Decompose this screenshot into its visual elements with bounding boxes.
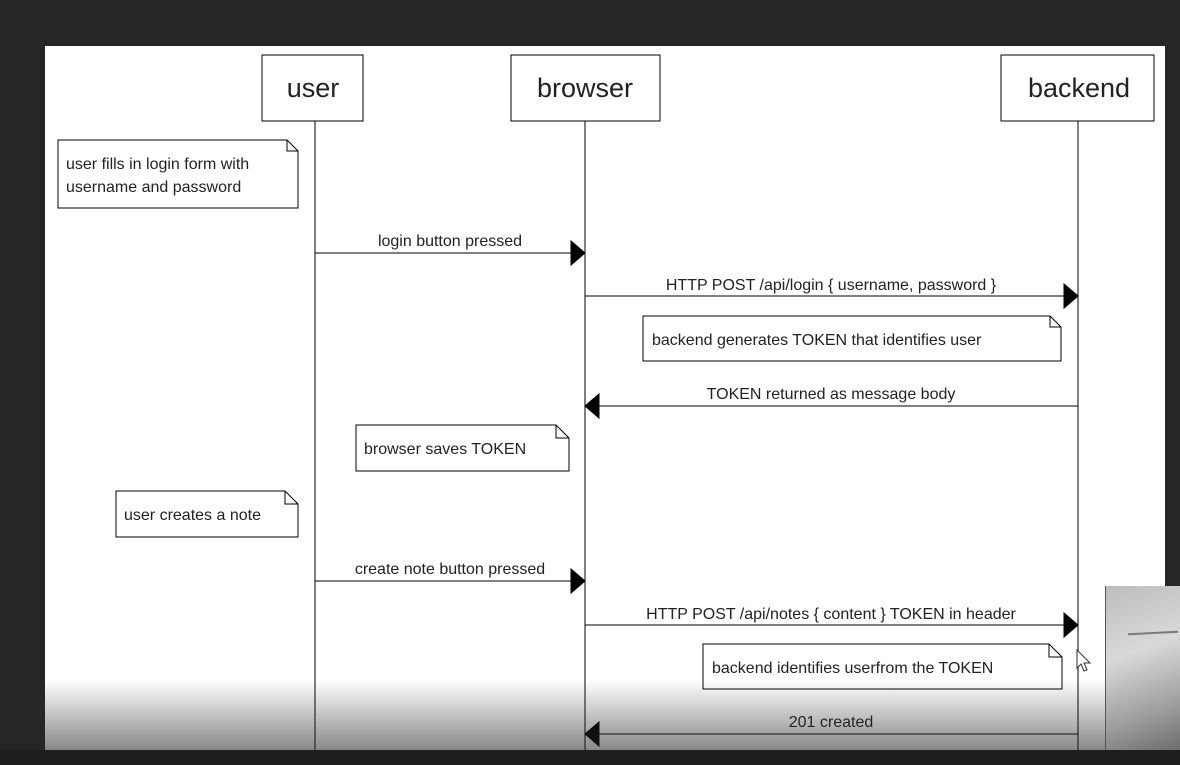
note-fold-icon	[286, 140, 298, 152]
mouse-cursor-icon	[1076, 648, 1092, 672]
note-text-user-fills-line2: username and password	[66, 179, 241, 196]
participant-box-user	[261, 54, 364, 122]
note-backend-generates	[642, 315, 1062, 362]
arrowhead-post-login	[1063, 282, 1079, 310]
participant-user: user	[287, 73, 340, 103]
message-label-token-returned: TOKEN returned as message body	[707, 386, 956, 403]
message-label-post-login: HTTP POST /api/login { username, passwor…	[666, 277, 997, 294]
arrowhead-post-notes	[1063, 611, 1079, 639]
participant-backend: backend	[1028, 73, 1130, 103]
message-label-post-notes: HTTP POST /api/notes { content } TOKEN i…	[646, 606, 1016, 623]
note-browser-saves	[355, 424, 570, 472]
note-fold-icon	[555, 425, 569, 439]
note-fold-icon	[284, 491, 298, 505]
message-label-201-created: 201 created	[789, 714, 874, 731]
arrowhead-201-created	[584, 720, 600, 748]
participant-box-browser	[510, 54, 661, 122]
arrowhead-login-button	[570, 239, 586, 267]
bottom-bar	[0, 750, 1180, 765]
note-fold-icon	[1048, 644, 1062, 658]
arrowhead-token-returned	[584, 392, 600, 420]
note-user-fills	[57, 139, 299, 209]
note-text-user-fills-line1: user fills in login form with	[66, 156, 249, 173]
note-user-creates	[115, 490, 299, 538]
arrowhead-create-note-button	[570, 567, 586, 595]
note-fold-icon	[1049, 316, 1061, 328]
note-text-user-creates: user creates a note	[124, 507, 261, 524]
message-label-login-button: login button pressed	[378, 233, 522, 250]
participant-box-backend	[1000, 54, 1155, 122]
note-text-backend-identifies: backend identifies userfrom the TOKEN	[712, 660, 993, 677]
webcam-thumbnail	[1105, 586, 1180, 750]
note-text-browser-saves: browser saves TOKEN	[364, 441, 526, 458]
message-label-create-note-button: create note button pressed	[355, 561, 545, 578]
participant-browser: browser	[537, 73, 633, 103]
note-text-backend-generates: backend generates TOKEN that identifies …	[652, 332, 982, 349]
